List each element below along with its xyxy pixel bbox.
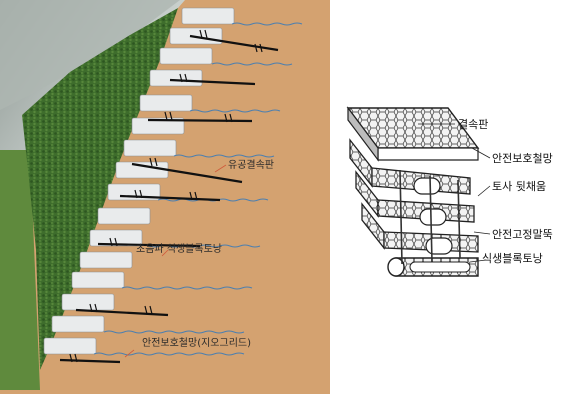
label-perforated-plate: 유공결속판 (228, 159, 274, 171)
perforated-plate-marks (69, 29, 263, 363)
label-fixing-pile: 안전고정말뚝 (492, 228, 553, 241)
block-bag (61, 293, 115, 311)
label-geogrid: 안전보호철망(지오그리드) (142, 337, 251, 349)
block-bag (97, 207, 151, 225)
block-bags (43, 7, 235, 355)
vegetation-wall (22, 8, 178, 370)
label-binding-plate: 결속판 (458, 118, 488, 131)
block-bag (131, 117, 185, 135)
block-bag (51, 315, 105, 333)
block-bag (159, 47, 213, 65)
label-soil-backfill: 토사 뒷채움 (492, 180, 546, 193)
block-bag (115, 161, 169, 179)
callout-leaders (124, 164, 227, 358)
block-bag (71, 271, 125, 289)
block-bag (149, 69, 203, 87)
right-leaders (418, 123, 491, 263)
fixing-piles (399, 169, 461, 265)
block-bag (181, 7, 235, 25)
right-block-diagram: 결속판 안전보호철망 토사 뒷채움 안전고정말뚝 식생블록토낭 (346, 106, 553, 277)
label-vegetation-bag: 초음파 식생블록토낭 (136, 243, 222, 255)
bottom-bag (387, 257, 479, 277)
block-bag (89, 229, 143, 247)
block-bag (43, 337, 97, 355)
block-bag (79, 251, 133, 269)
label-safety-mesh: 안전보호철망 (492, 152, 553, 165)
left-slope-diagram: 유공결속판 초음파 식생블록토낭 안전보호철망(지오그리드) (0, 0, 330, 394)
block-bag (123, 139, 177, 157)
grass-ground (0, 150, 40, 390)
block-bag (139, 94, 193, 112)
greenhouse-roof (0, 0, 180, 110)
label-vegetation-bag-right: 식생블록토낭 (482, 252, 543, 265)
